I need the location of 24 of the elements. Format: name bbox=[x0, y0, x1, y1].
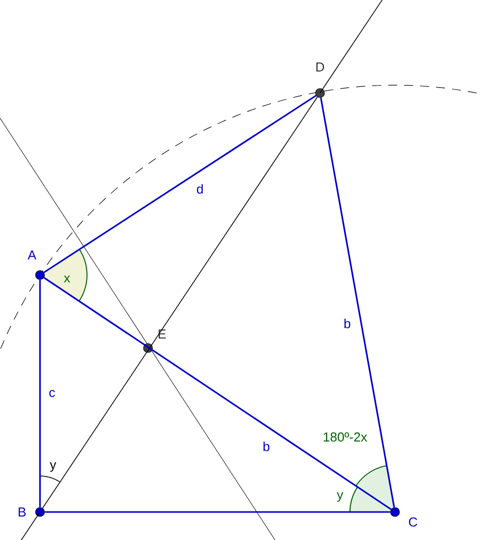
line-segment bbox=[44, 511, 390, 513]
node-label: D bbox=[316, 62, 324, 72]
node-label: A bbox=[28, 250, 36, 260]
edge-label: b bbox=[264, 442, 270, 452]
edge-label: b bbox=[344, 318, 350, 328]
point: A bbox=[28, 250, 45, 280]
angle-label: 180º-2x bbox=[324, 432, 368, 442]
edge-label: d bbox=[196, 184, 203, 194]
node-label: B bbox=[18, 508, 26, 516]
node-label: E bbox=[158, 330, 166, 338]
line-segment bbox=[320, 98, 395, 508]
angle-label: y bbox=[50, 462, 56, 472]
point: D bbox=[315, 62, 325, 98]
line-segment bbox=[44, 277, 392, 510]
point: E bbox=[143, 330, 166, 353]
node-label: C bbox=[408, 517, 418, 527]
angle-label: x bbox=[64, 276, 70, 282]
line-segment bbox=[42, 96, 318, 508]
point: B bbox=[18, 507, 45, 517]
edge-label: c bbox=[49, 390, 55, 398]
line-segment bbox=[39, 280, 41, 508]
angle-label: y bbox=[336, 492, 344, 502]
line-segment bbox=[44, 94, 316, 274]
point: C bbox=[390, 507, 418, 527]
